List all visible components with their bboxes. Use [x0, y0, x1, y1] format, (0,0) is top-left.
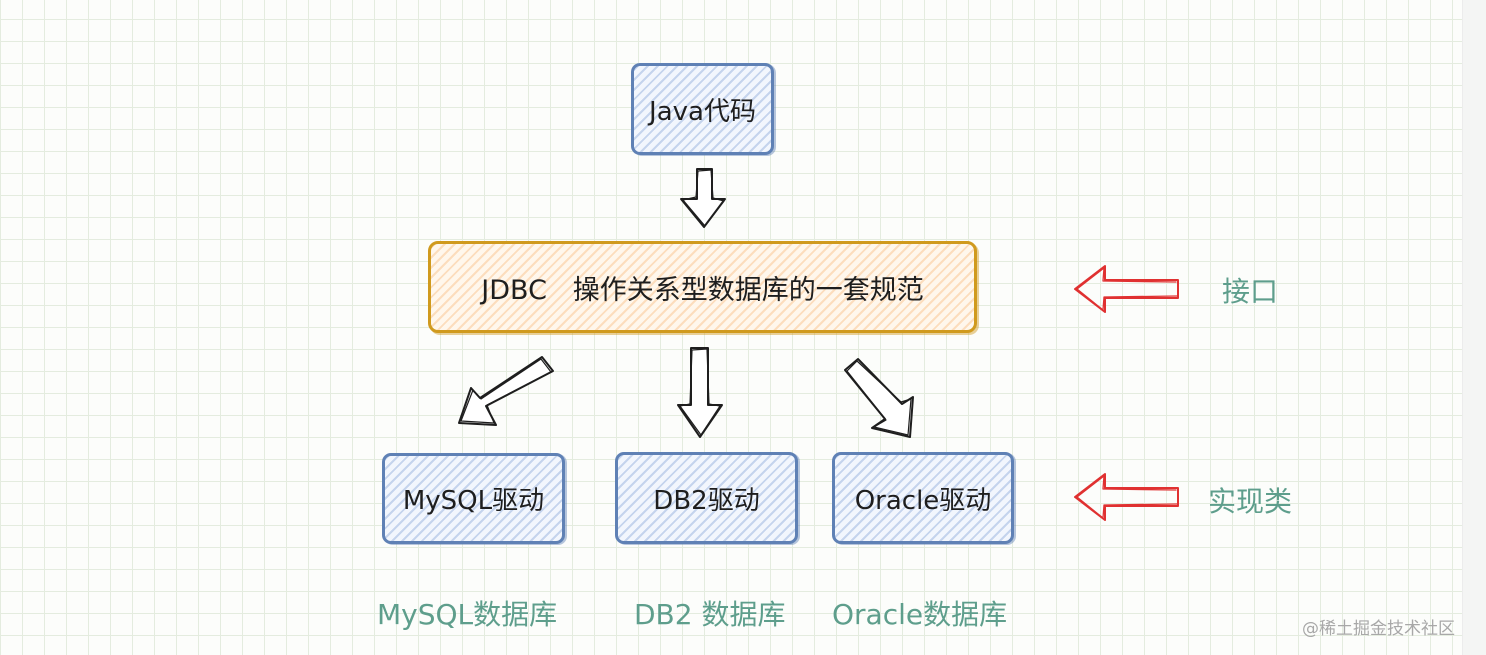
db2-driver-label: DB2驱动 [653, 485, 760, 516]
interface-pointer-arrow [1074, 265, 1179, 313]
flow-arrow-java-to-jdbc [680, 168, 726, 228]
mysql-database-caption: MySQL数据库 [377, 598, 558, 631]
implementation-side-label: 实现类 [1208, 485, 1293, 518]
watermark: @稀土掘金技术社区 [1302, 619, 1455, 639]
implementation-pointer-arrow [1074, 473, 1179, 521]
interface-side-label: 接口 [1222, 275, 1279, 308]
oracle-driver-node: Oracle驱动 [832, 452, 1014, 544]
db2-database-caption: DB2 数据库 [634, 598, 786, 631]
mysql-driver-node: MySQL驱动 [382, 453, 565, 544]
right-scrollbar[interactable] [1462, 0, 1486, 655]
flow-arrow-to-db2-driver [677, 347, 723, 438]
java-code-label: Java代码 [649, 96, 756, 127]
flow-arrow-to-oracle-driver [844, 358, 914, 438]
jdbc-interface-label: JDBC 操作关系型数据库的一套规范 [481, 274, 924, 306]
oracle-driver-label: Oracle驱动 [854, 485, 992, 516]
db2-driver-node: DB2驱动 [615, 452, 798, 544]
java-code-node: Java代码 [631, 63, 774, 155]
oracle-database-caption: Oracle数据库 [832, 598, 1008, 631]
mysql-driver-label: MySQL驱动 [402, 486, 545, 516]
jdbc-interface-node: JDBC 操作关系型数据库的一套规范 [428, 241, 977, 333]
